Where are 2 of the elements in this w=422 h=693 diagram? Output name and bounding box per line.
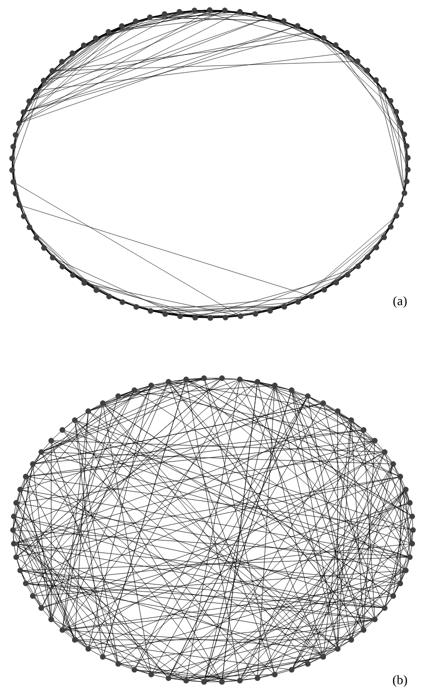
panel-label: (b): [392, 675, 407, 687]
panel-label: (a): [393, 296, 407, 308]
